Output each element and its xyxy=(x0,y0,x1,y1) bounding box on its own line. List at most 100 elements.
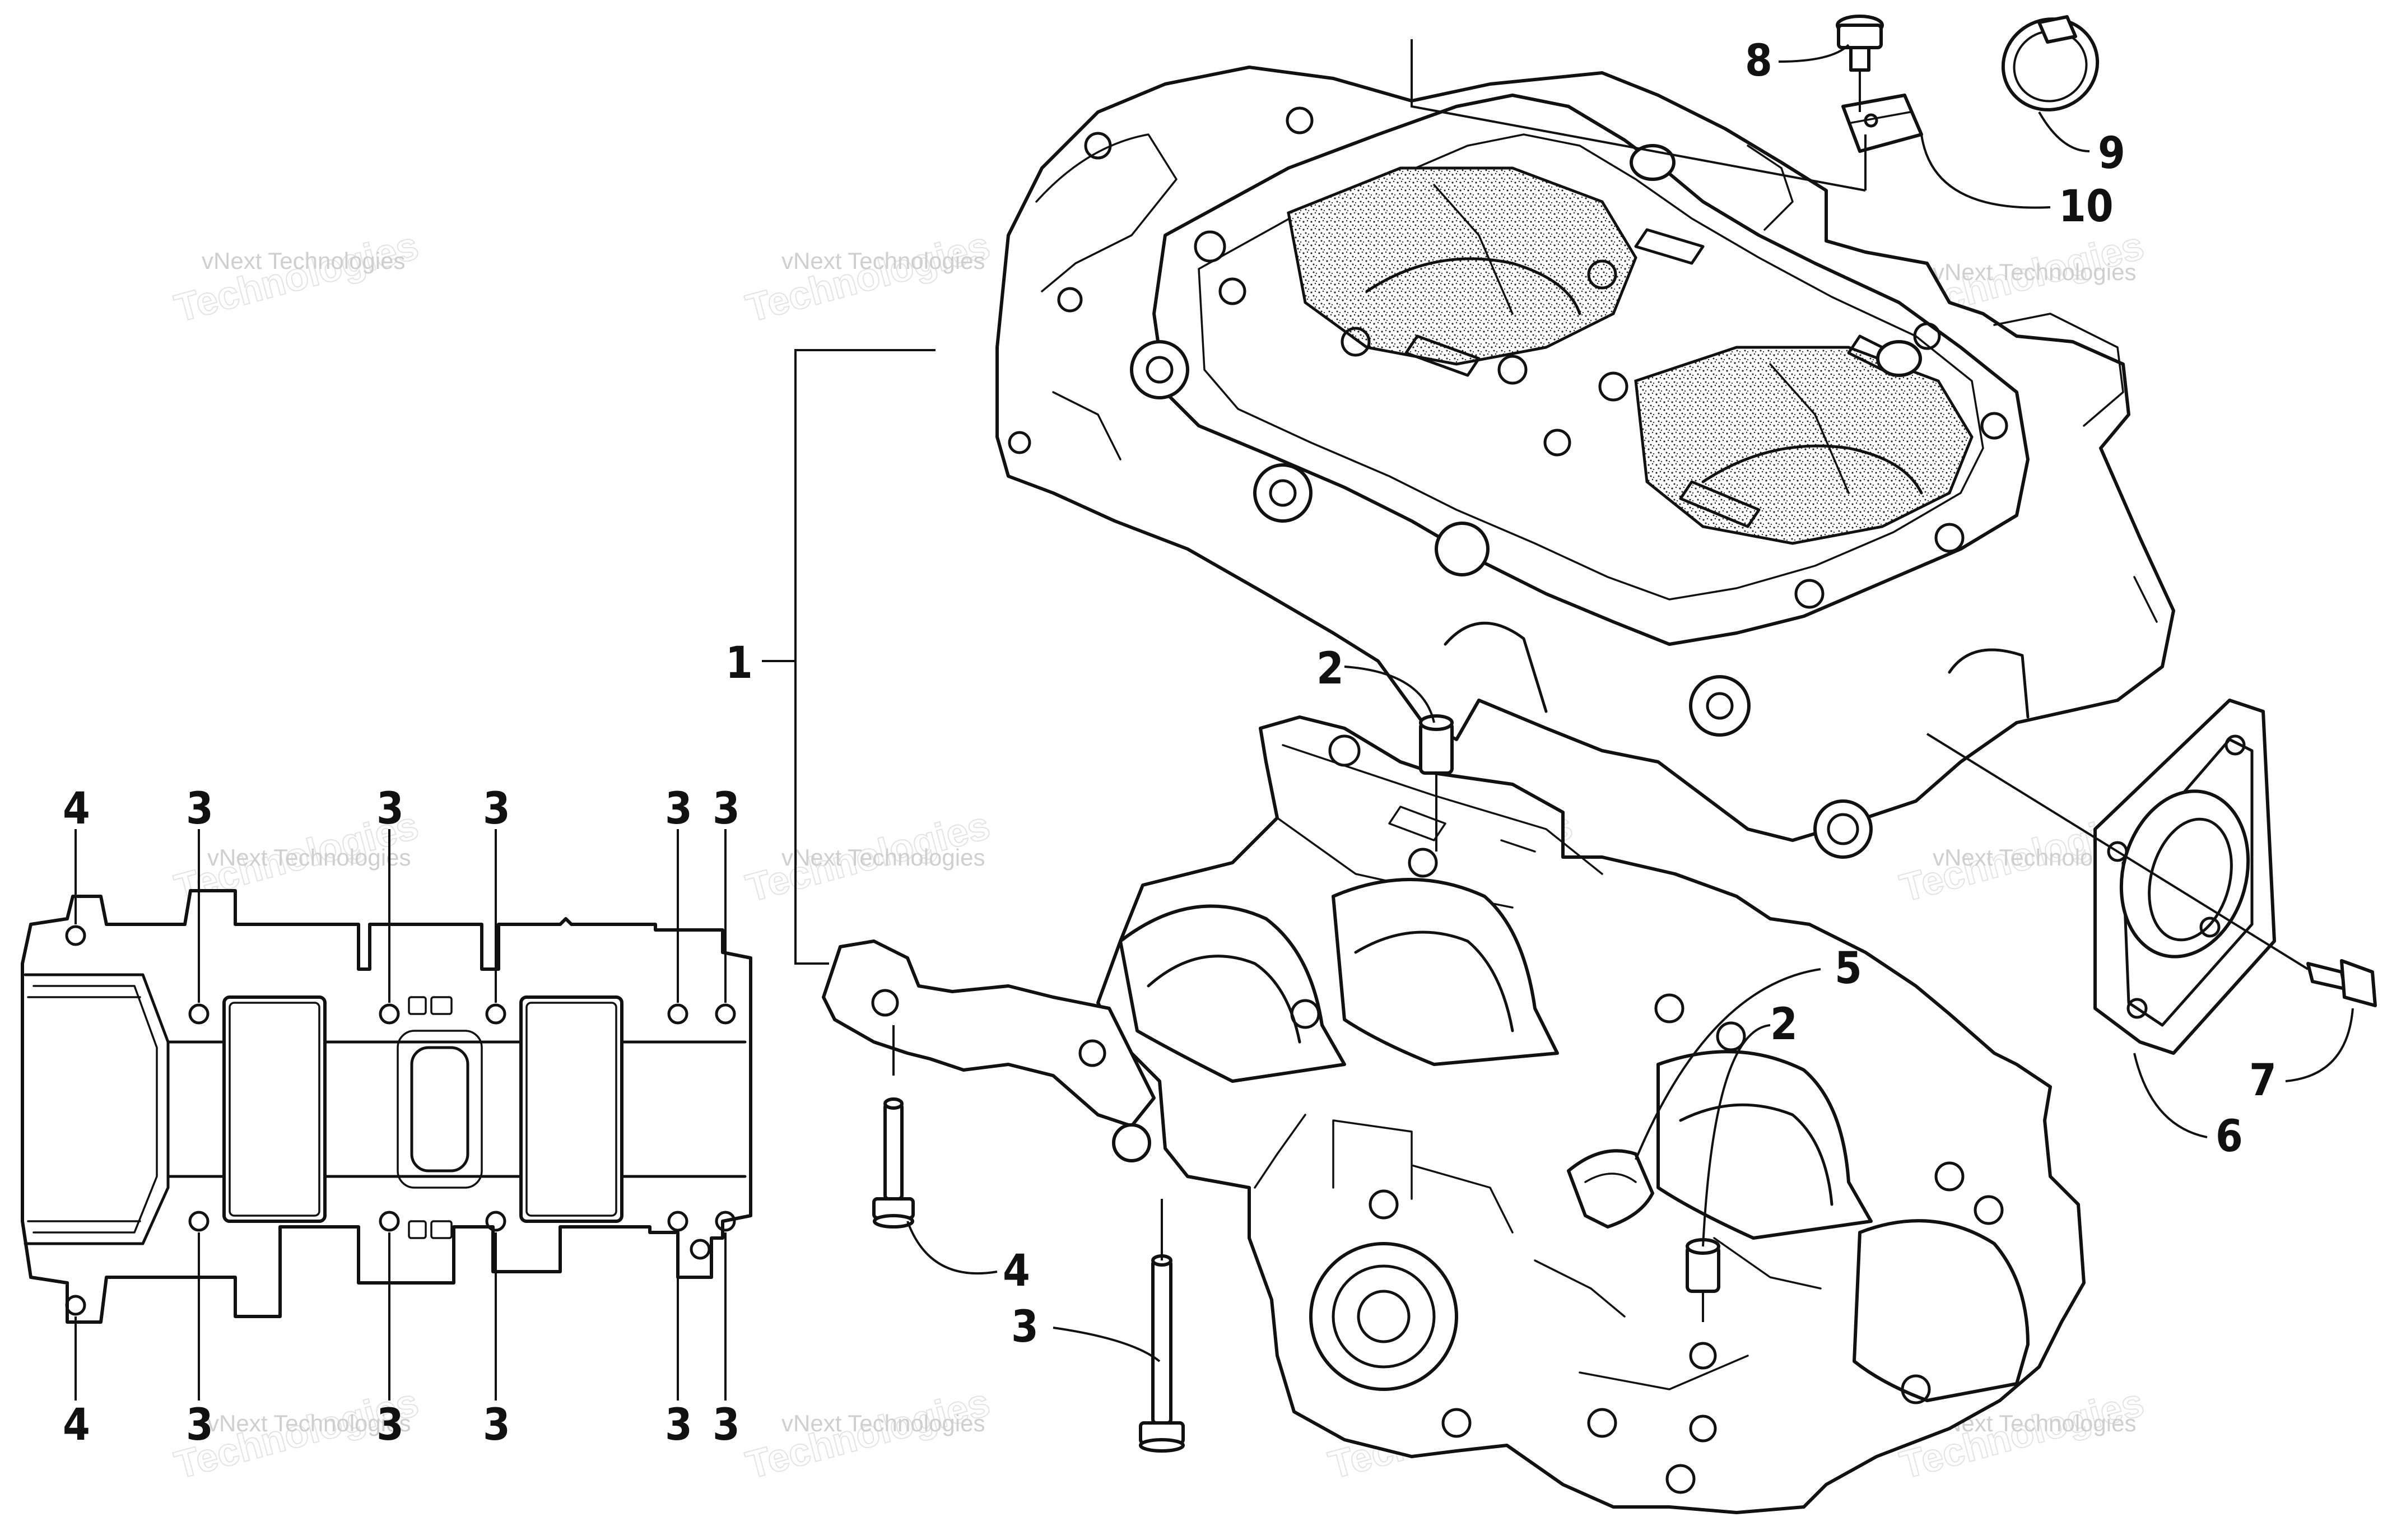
deck-hole xyxy=(1543,429,1571,457)
view-hole xyxy=(65,1295,86,1316)
view-hole xyxy=(690,1239,711,1260)
hose-clamp xyxy=(2001,15,2100,111)
mount-hole xyxy=(1057,287,1083,313)
deck-hole xyxy=(1341,327,1371,357)
deck-hole xyxy=(1194,230,1226,263)
port-hole xyxy=(1269,479,1297,507)
callout-6: 6 xyxy=(2216,1111,2243,1162)
view-hole xyxy=(715,1003,736,1025)
case-hole xyxy=(1369,1189,1399,1220)
deck-hole xyxy=(1598,371,1628,402)
crank-hole xyxy=(1827,813,1859,845)
view-callout-3-top-c: 3 xyxy=(483,784,510,834)
view-callout-3-bottom-a: 3 xyxy=(186,1400,213,1450)
case-hole xyxy=(1441,1408,1472,1438)
callout-1: 1 xyxy=(725,638,753,688)
plate-screw xyxy=(2306,959,2377,1007)
bracket-hole xyxy=(1864,113,1878,128)
mount-hole xyxy=(1286,106,1314,134)
callout-3: 3 xyxy=(1011,1302,1039,1352)
view-callout-3-top-a: 3 xyxy=(186,784,213,834)
view-hole xyxy=(667,1003,688,1025)
port-hole xyxy=(1706,692,1734,720)
svg-text:vNext Technologies: vNext Technologies xyxy=(207,844,411,871)
view-hole xyxy=(188,1211,210,1232)
deck-hole xyxy=(1794,579,1825,609)
view-callout-3-bottom-d: 3 xyxy=(665,1400,692,1450)
bracket-hole xyxy=(871,989,899,1017)
deck-hole xyxy=(1218,277,1246,305)
port-boss xyxy=(1689,675,1751,737)
side-view-diagram xyxy=(21,889,752,1324)
side-bore-inner xyxy=(1332,1264,1436,1369)
mount-hole xyxy=(1084,132,1112,160)
view-callout-3-bottom-c: 3 xyxy=(483,1400,510,1450)
svg-text:Technologies: Technologies xyxy=(170,224,423,331)
case-hole xyxy=(1328,734,1361,767)
watermark-2: Technologies vNext Technologies xyxy=(741,223,995,331)
dowel-pin-lower xyxy=(1686,1238,1720,1293)
deck-hole xyxy=(1587,259,1617,290)
port-hole xyxy=(1146,356,1174,384)
deck-hole xyxy=(1497,355,1528,385)
deck-hole xyxy=(1913,322,1941,350)
view-hole xyxy=(485,1211,506,1232)
case-hole xyxy=(1974,1195,2004,1225)
svg-text:vNext Technologies: vNext Technologies xyxy=(781,844,985,871)
crank-boss xyxy=(1813,799,1873,859)
lower-crankcase xyxy=(822,715,2086,1514)
case-hole xyxy=(1290,999,1320,1029)
dowel-pin-upper xyxy=(1419,714,1454,775)
view-hole xyxy=(485,1003,506,1025)
svg-text:Technologies: Technologies xyxy=(742,224,994,331)
plate-hole xyxy=(2225,734,2246,756)
callout-10: 10 xyxy=(2059,182,2114,232)
mount-bracket xyxy=(1841,94,1923,153)
bracket-hole xyxy=(1078,1039,1106,1067)
case-hole xyxy=(1654,993,1684,1023)
cap xyxy=(1876,340,1922,377)
view-hole xyxy=(188,1003,210,1025)
svg-text:vNext Technologies: vNext Technologies xyxy=(202,248,405,274)
case-hole xyxy=(1934,1161,1965,1192)
view-callout-3-top-e: 3 xyxy=(713,784,740,834)
callout-2-lower: 2 xyxy=(1770,999,1798,1050)
svg-text:vNext Technologies: vNext Technologies xyxy=(207,1410,411,1436)
upper-crankcase xyxy=(995,66,2175,859)
mount-bolt xyxy=(1836,15,1884,72)
plate-hole xyxy=(2107,841,2128,862)
view-callout-4-top: 4 xyxy=(63,784,90,834)
plate-hole xyxy=(2126,998,2148,1019)
case-hole xyxy=(1901,1374,1931,1404)
view-hole xyxy=(379,1003,400,1025)
bearing-plate xyxy=(2093,699,2276,1055)
watermark-10: Technologies vNext Technologies xyxy=(741,1380,995,1488)
callout-7: 7 xyxy=(2249,1055,2277,1106)
view-hole xyxy=(715,1211,736,1232)
side-bore-shaft xyxy=(1357,1290,1411,1343)
mount-hole xyxy=(1008,431,1031,454)
port-boss xyxy=(1435,522,1490,576)
port-boss xyxy=(1130,340,1189,399)
view-callout-3-top-d: 3 xyxy=(665,784,692,834)
port-boss xyxy=(1253,463,1313,523)
watermark-6: Technologies vNext Technologies xyxy=(741,803,995,911)
callout-8: 8 xyxy=(1745,36,1772,86)
deck-hole xyxy=(1980,412,2008,440)
watermark-1: Technologies vNext Technologies xyxy=(170,223,424,331)
view-hole xyxy=(379,1211,400,1232)
case-hole xyxy=(1408,848,1438,878)
seal-ring xyxy=(1567,1149,1654,1229)
callout-labels: 1 2 2 5 4 3 6 7 8 9 10 4 3 3 3 3 3 4 3 3… xyxy=(63,36,2277,1450)
bracket-boss xyxy=(1112,1123,1151,1162)
view-callout-3-top-b: 3 xyxy=(376,784,404,834)
short-bolt xyxy=(872,1097,915,1229)
callout-4: 4 xyxy=(1003,1246,1030,1296)
deck-hole xyxy=(1934,523,1965,553)
case-hole xyxy=(1689,1415,1717,1443)
callout-9: 9 xyxy=(2098,128,2125,179)
view-callout-4-bottom: 4 xyxy=(63,1400,90,1450)
callout-5: 5 xyxy=(1835,943,1862,994)
case-hole xyxy=(1689,1342,1717,1370)
